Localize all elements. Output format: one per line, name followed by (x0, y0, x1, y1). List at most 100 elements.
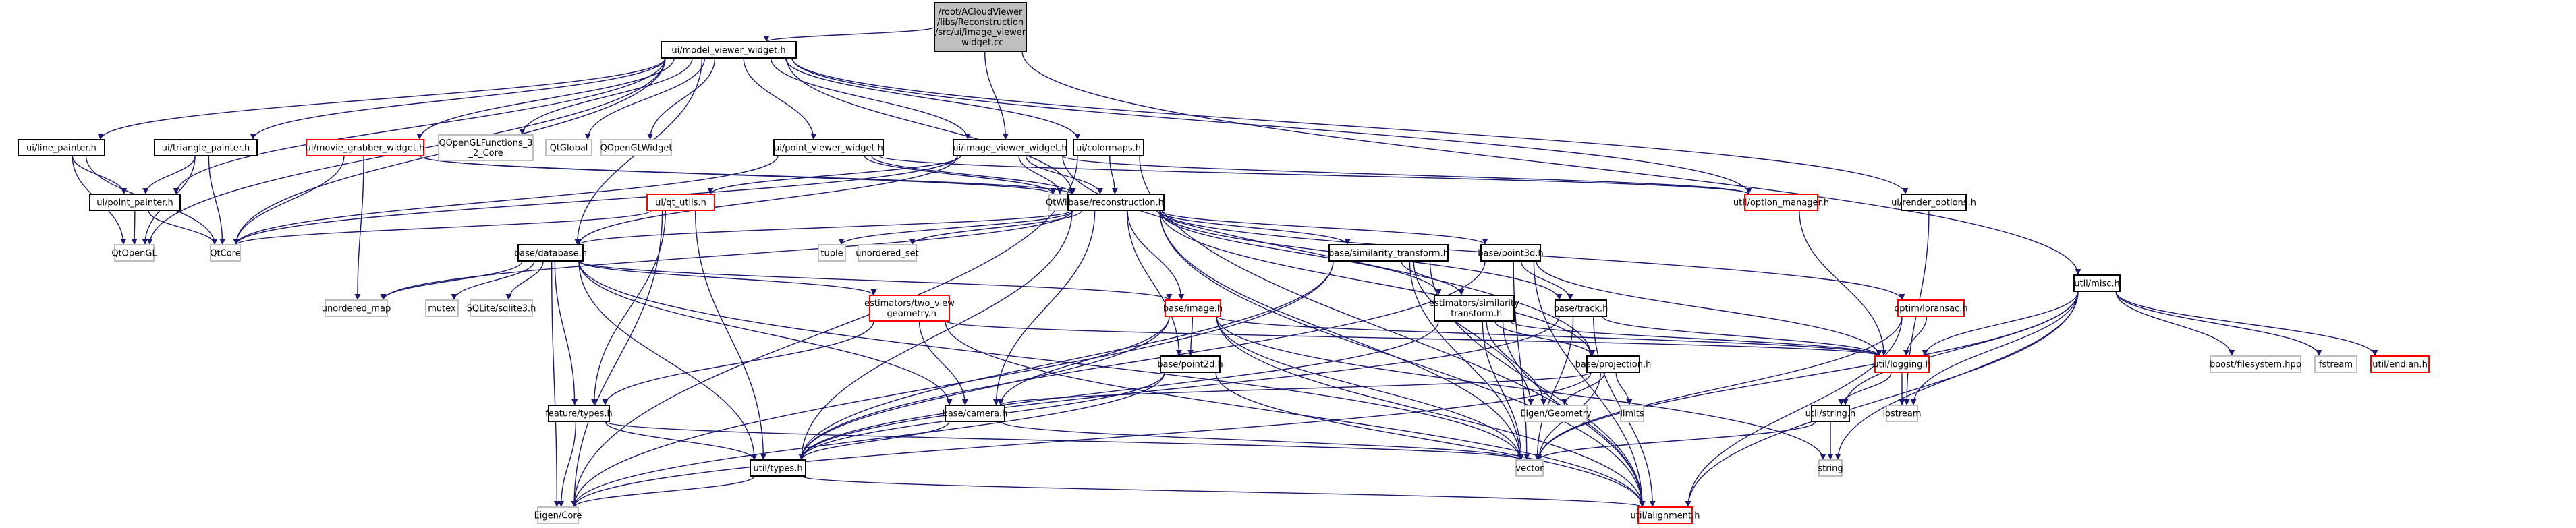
edge-model_viewer_widget-to-image_viewer_widget (770, 57, 971, 140)
edge-movie_grabber_widget-to-qtcore (233, 155, 345, 245)
edge-loransac-to-vector (1536, 316, 1903, 461)
node-label: tuple (820, 249, 843, 259)
edge-similarity_transform-to-vector (1409, 260, 1523, 461)
node-box (425, 299, 459, 317)
edge-model_viewer_widget-to-qopenglfunctions (519, 57, 693, 136)
node-box (1874, 355, 1930, 373)
node-label: base/projection.h (1575, 360, 1652, 370)
node-qtopengl: QtOpenGL (111, 244, 157, 262)
node-label: fstream (2319, 360, 2353, 370)
node-logging[interactable]: util/logging.h (1873, 355, 1931, 373)
edge-model_viewer_widget-to-colormaps (785, 57, 1081, 140)
node-track[interactable]: base/track.h (1554, 299, 1608, 317)
edge-model_viewer_widget-to-qopenglwidget (647, 57, 716, 140)
node-box (1886, 405, 1918, 422)
edge-triangle_painter-to-qtcore (208, 155, 226, 245)
node-label: /libs/Reconstruction (937, 18, 1024, 28)
edge-camera-to-vector (1000, 421, 1523, 461)
edge-projection-to-limits (1615, 372, 1633, 406)
node-misc[interactable]: util/misc.h (2073, 274, 2121, 292)
edge-similarity_transform-to-eigen_core (571, 260, 1334, 508)
node-similarity-transform[interactable]: base/similarity_transform.h (1328, 244, 1449, 262)
node-render-options[interactable]: ui/render_options.h (1891, 194, 1976, 211)
node-label: Eigen/Core (534, 511, 582, 521)
node-box (934, 2, 1027, 52)
node-eigen-geometry: Eigen/Geometry (1520, 405, 1592, 422)
edge-feature_types-to-util_types (605, 421, 758, 461)
node-database[interactable]: base/database.h (514, 244, 587, 262)
node-label: limits (1620, 409, 1644, 419)
node-limits: limits (1620, 405, 1644, 422)
node-point3d[interactable]: base/point3d.h (1478, 244, 1544, 262)
node-point2d[interactable]: base/point2d.h (1157, 355, 1223, 373)
node-image[interactable]: base/image.h (1163, 299, 1223, 317)
node-option-manager[interactable]: util/option_manager.h (1733, 194, 1829, 211)
node-label: string (1818, 464, 1843, 474)
node-qt-utils[interactable]: ui/qt_utils.h (646, 194, 715, 211)
edge-line_painter-to-point_painter (72, 155, 128, 195)
node-est-similarity-transform[interactable]: estimators/similarity_transform.h (1429, 295, 1519, 322)
node-alignment[interactable]: util/alignment.h (1631, 506, 1700, 524)
node-endian[interactable]: util/endian.h (2370, 355, 2430, 373)
node-root[interactable]: /root/ACloudViewer/libs/Reconstruction/s… (934, 2, 1027, 52)
node-qopenglwidget: QOpenGLWidget (600, 139, 672, 156)
node-label: ui/point_viewer_widget.h (774, 144, 883, 154)
node-box (1480, 244, 1541, 262)
edge-qt_utils-to-qtcore (233, 210, 652, 245)
node-movie-grabber-widget[interactable]: ui/movie_grabber_widget.h (306, 139, 425, 156)
edge-image_viewer_widget-to-reconstruction (1025, 155, 1103, 195)
edge-camera-to-util_types (798, 421, 950, 461)
node-util-string[interactable]: util/string.h (1805, 405, 1856, 422)
edge-model_viewer_widget-to-qtglobal (584, 57, 706, 140)
edge-reconstruction-to-est_similarity_transform (1159, 210, 1442, 296)
edge-image-to-camera (997, 316, 1170, 406)
node-box (537, 506, 579, 524)
node-camera[interactable]: base/camera.h (943, 405, 1008, 422)
edge-point3d-to-util_types (798, 260, 1486, 461)
node-triangle-painter[interactable]: ui/triangle_painter.h (154, 139, 258, 156)
edge-reconstruction-to-image (1127, 210, 1185, 301)
node-point-viewer-widget[interactable]: ui/point_viewer_widget.h (773, 139, 884, 156)
node-box (1555, 299, 1607, 317)
edge-image_viewer_widget-to-option_manager (1062, 155, 1752, 195)
edge-model_viewer_widget-to-triangle_painter (250, 57, 666, 140)
edge-movie_grabber_widget-to-reconstruction (419, 155, 1075, 195)
edge-projection-to-eigen_geometry (1561, 372, 1605, 406)
node-label: base/image.h (1163, 304, 1223, 314)
edge-misc-to-logging (1922, 291, 2079, 357)
node-projection[interactable]: base/projection.h (1575, 355, 1652, 373)
node-feature-types[interactable]: feature/types.h (545, 405, 613, 422)
edge-misc-to-vector (1536, 291, 2079, 461)
edge-misc-to-alignment (1685, 291, 2079, 508)
node-label: ui/model_viewer_widget.h (671, 46, 785, 56)
node-image-viewer-widget[interactable]: ui/image_viewer_widget.h (953, 139, 1067, 156)
edge-reconstruction-to-unordered_map (380, 210, 1073, 301)
node-box (1160, 355, 1221, 373)
node-label: ui/point_painter.h (96, 198, 173, 208)
node-two-view-geometry[interactable]: estimators/two_view_geometry.h (864, 295, 955, 322)
node-label: QtOpenGL (111, 249, 157, 259)
edge-misc-to-boost_filesystem (2115, 291, 2235, 357)
node-util-types[interactable]: util/types.h (750, 459, 806, 477)
node-reconstruction[interactable]: base/reconstruction.h (1067, 194, 1165, 211)
node-model-viewer-widget[interactable]: ui/model_viewer_widget.h (661, 41, 797, 59)
node-colormaps[interactable]: ui/colormaps.h (1073, 139, 1144, 156)
node-label: estimators/two_view (864, 299, 955, 309)
node-point-painter[interactable]: ui/point_painter.h (89, 194, 181, 211)
node-boost-filesystem: boost/filesystem.hpp (2210, 355, 2301, 373)
edge-logging-to-util_string (1838, 372, 1892, 406)
node-iostream: iostream (1882, 405, 1922, 422)
node-label: util/logging.h (1873, 360, 1930, 370)
node-label: util/string.h (1805, 409, 1856, 419)
edge-database-to-sqlite3 (505, 260, 544, 301)
node-loransac[interactable]: optim/loransac.h (1894, 299, 1968, 317)
node-box (210, 244, 241, 262)
node-label: ui/colormaps.h (1076, 144, 1141, 154)
nodes-layer: /root/ACloudViewer/libs/Reconstruction/s… (18, 2, 2430, 524)
node-label: boost/filesystem.hpp (2210, 360, 2301, 370)
node-box (89, 194, 181, 211)
edge-two_view_geometry-to-logging (945, 320, 1882, 357)
edge-root-to-misc (1021, 51, 2081, 276)
node-line-painter[interactable]: ui/line_painter.h (18, 139, 105, 156)
